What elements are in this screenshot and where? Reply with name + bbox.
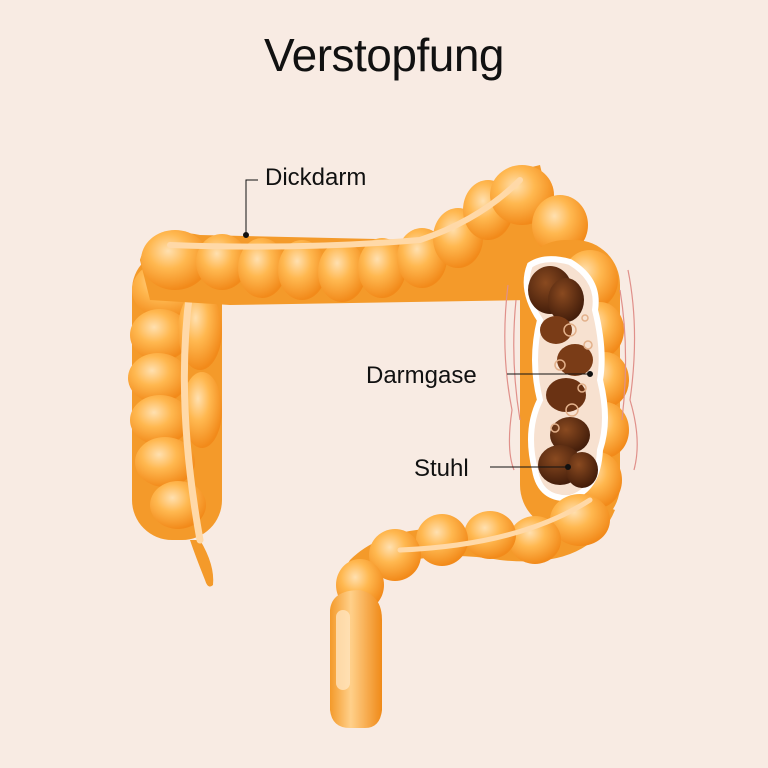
leader-darmgase <box>507 371 593 377</box>
sigmoid-colon <box>336 494 615 620</box>
label-gas: Darmgase <box>366 362 477 389</box>
colon-cutaway <box>523 256 608 502</box>
label-colon: Dickdarm <box>265 164 367 191</box>
page-title: Verstopfung <box>263 29 505 81</box>
rectum <box>330 590 382 728</box>
leader-stuhl <box>490 464 571 470</box>
transverse-colon <box>140 165 588 305</box>
stool <box>528 266 598 488</box>
leader-dickdarm <box>243 179 258 238</box>
strain-lines <box>504 269 638 471</box>
gas-bubbles <box>550 314 593 433</box>
label-stool: Stuhl <box>414 455 469 482</box>
ascending-colon <box>128 250 222 587</box>
